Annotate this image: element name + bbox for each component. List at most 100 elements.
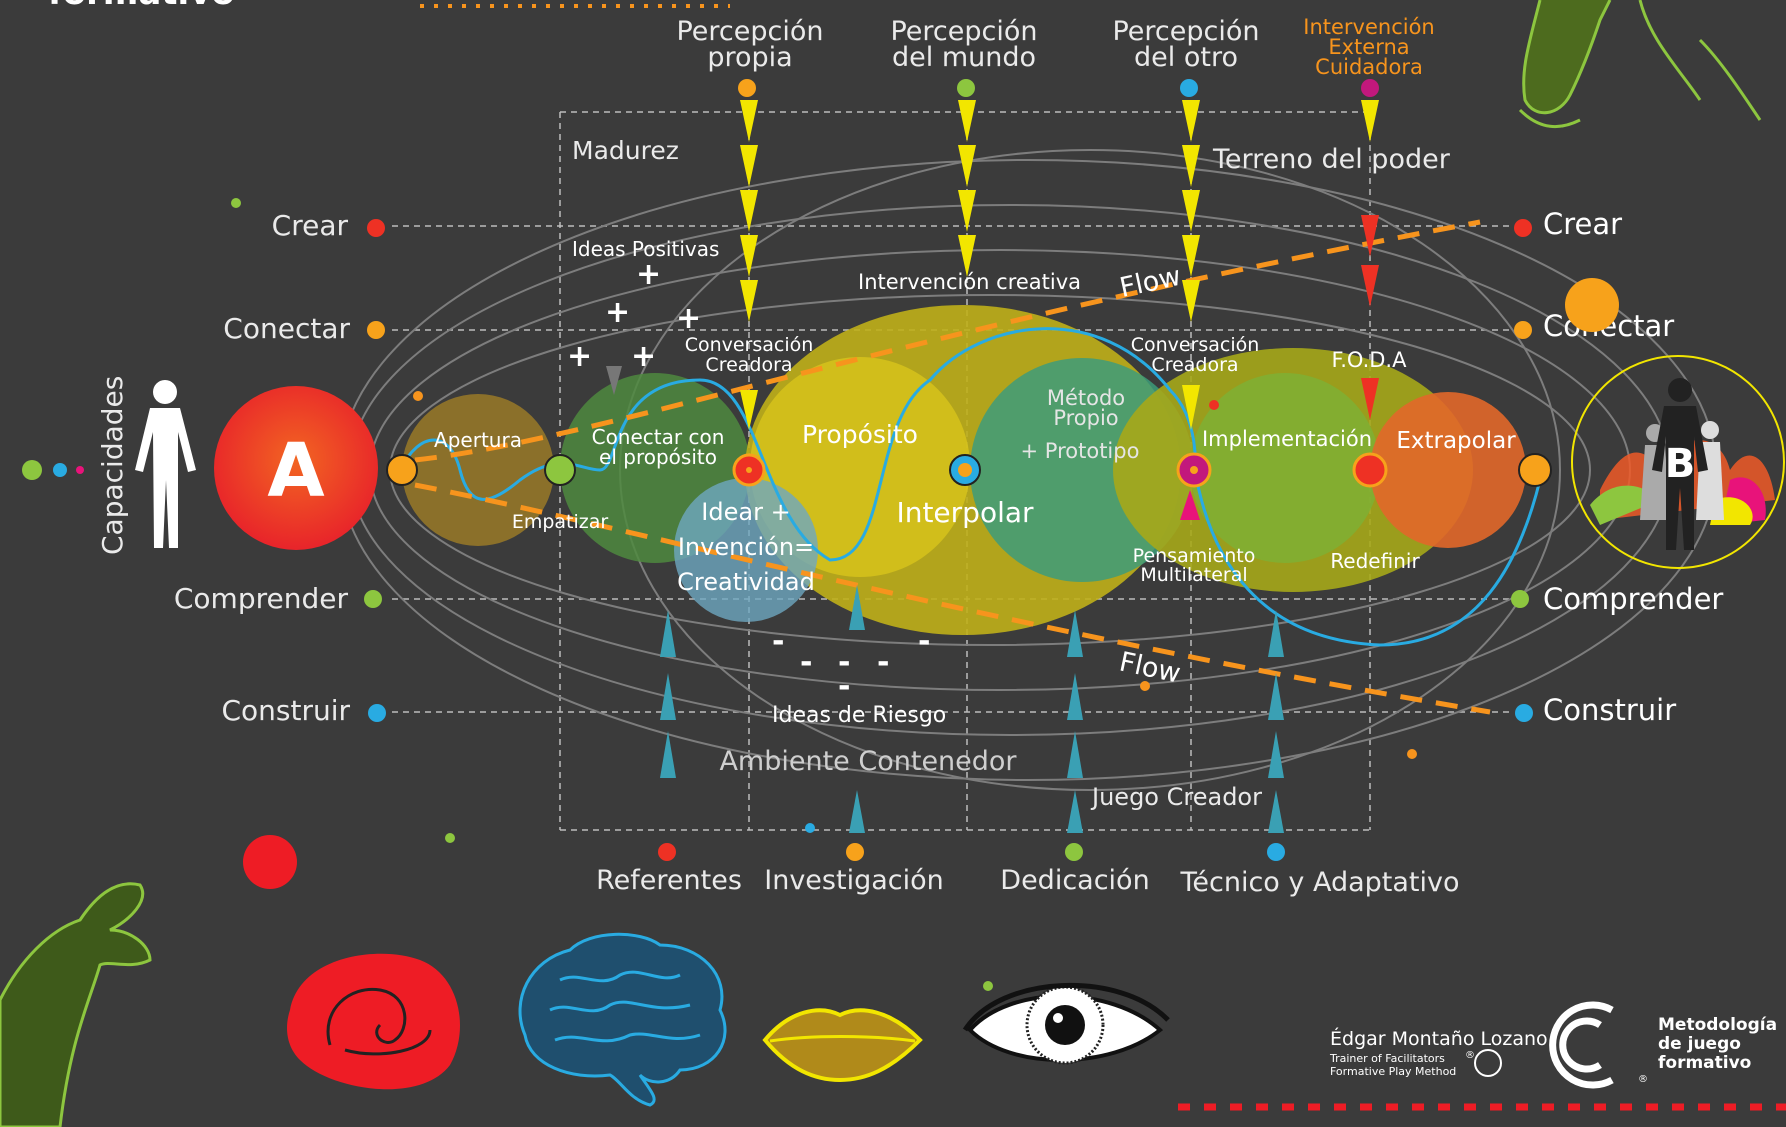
level-left-comprender: Comprender	[174, 582, 349, 615]
intervencion-creativa: Intervención creativa	[858, 270, 1081, 294]
flow-line-upper	[414, 219, 1481, 463]
juego-creador: Juego Creador	[1090, 783, 1262, 811]
end-point-label: B	[1665, 441, 1696, 487]
level-right-comprender: Comprender	[1543, 582, 1723, 616]
credit-method: Formative Play Method	[1330, 1065, 1456, 1078]
logo-text-l2: de juego	[1658, 1034, 1741, 1054]
phase-metodo-l3: + Prototipo	[1021, 439, 1140, 463]
plus-sign: +	[605, 295, 630, 330]
perception-mundo-l2: del mundo	[892, 42, 1036, 73]
minus-sign: -	[772, 624, 784, 659]
level-left-crear: Crear	[272, 209, 349, 242]
phase-redefinir: Redefinir	[1330, 549, 1420, 573]
perception-dots	[738, 79, 1379, 97]
seal-icon	[1474, 1049, 1502, 1077]
start-point-circle	[214, 386, 378, 550]
phase-metodo-l2: Propio	[1053, 406, 1118, 430]
logo-text-l3: formativo	[1658, 1053, 1751, 1073]
minus-sign: -	[918, 624, 930, 659]
deco-dot	[983, 981, 993, 991]
phase-idear-l2: Invención=	[678, 533, 814, 561]
minus-sign: -	[877, 645, 889, 680]
credit-author: Édgar Montaño Lozano	[1330, 1027, 1548, 1050]
deco-dot	[413, 391, 423, 401]
grid-lines	[392, 111, 1510, 831]
bubble-apertura	[402, 394, 554, 546]
page-title-fragment: formativo	[48, 0, 235, 13]
plus-sign: +	[567, 339, 592, 374]
levels-right: Crear Conectar Comprender Construir	[1511, 207, 1723, 727]
bubble-idear	[674, 478, 818, 622]
perception-otro-l1: Percepción	[1112, 16, 1259, 47]
start-point-label: A	[267, 428, 324, 514]
deco-dot	[22, 460, 42, 480]
foundations: Referentes Investigación Dedicación Técn…	[596, 843, 1460, 898]
phase-interpolar: Interpolar	[896, 496, 1034, 529]
deco-dot	[1407, 749, 1417, 759]
ideas-positivas: Ideas Positivas	[572, 237, 719, 261]
deco-dot	[445, 833, 455, 843]
lips-icon	[762, 1008, 923, 1083]
zone-madurez: Madurez	[572, 136, 679, 165]
minus-sign: -	[838, 645, 850, 680]
level-right-construir: Construir	[1543, 693, 1676, 727]
perception-otro-l2: del otro	[1134, 42, 1238, 73]
credits: Édgar Montaño Lozano Trainer of Facilita…	[1329, 1001, 1777, 1089]
bubble-implementacion	[1190, 373, 1380, 563]
foundation-investigacion: Investigación	[764, 865, 943, 896]
perception-propia-l2: propia	[707, 42, 792, 73]
minus-sign: -	[838, 669, 850, 704]
conversacion-2-l1: Conversación	[1131, 334, 1260, 356]
phase-idear-l3: Creatividad	[677, 568, 815, 596]
deco-dot	[1565, 278, 1619, 332]
gut-icon	[287, 953, 460, 1090]
phase-extrapolar: Extrapolar	[1396, 428, 1516, 454]
foundation-arrows	[660, 585, 1284, 833]
foundation-referentes: Referentes	[596, 865, 742, 896]
deco-dot	[1140, 681, 1150, 691]
perception-arrows	[740, 100, 1379, 430]
phase-conectar-l2: el propósito	[599, 445, 717, 469]
phase-empatizar: Empatizar	[512, 511, 609, 533]
hand-icon	[1518, 0, 1762, 129]
phase-metodo-l1: Método	[1047, 386, 1125, 410]
deco-dot	[1209, 400, 1219, 410]
deco-dot	[53, 463, 67, 477]
phase-pensamiento-l2: Multilateral	[1140, 564, 1247, 586]
phase-proposito: Propósito	[802, 420, 918, 449]
grey-arrow	[606, 366, 622, 395]
ambiente-contenedor: Ambiente Contenedor	[719, 746, 1017, 777]
phase-conectar-l1: Conectar con	[592, 425, 725, 449]
logo-text-l1: Metodología	[1658, 1015, 1777, 1035]
flow-label-upper: Flow	[1117, 261, 1184, 304]
perception-labels: Percepción propia Percepción del mundo P…	[676, 15, 1434, 79]
bubble-extrapolar	[1370, 392, 1526, 548]
group-silhouettes-icon	[1590, 378, 1775, 550]
phase-bubbles	[402, 305, 1526, 635]
foundation-tecnico: Técnico y Adaptativo	[1179, 867, 1459, 898]
flow-line-lower	[414, 482, 1491, 715]
human-silhouette-icon	[135, 380, 196, 548]
brain-icon	[518, 932, 727, 1107]
plus-sign: +	[636, 257, 661, 292]
foundation-dedicacion: Dedicación	[1000, 865, 1149, 896]
plus-sign: +	[676, 301, 701, 336]
phase-apertura: Apertura	[434, 428, 522, 452]
ideas-riesgo: Ideas de Riesgo	[772, 703, 946, 728]
zone-poder: Terreno del poder	[1212, 144, 1451, 175]
deco-dot	[805, 823, 815, 833]
end-point-circle	[1571, 355, 1785, 569]
deco-dot	[76, 466, 84, 474]
axis-nodes	[386, 452, 1552, 488]
level-right-crear: Crear	[1543, 207, 1622, 241]
intervention-arrows	[1361, 215, 1379, 420]
conversacion-2-l2: Creadora	[1151, 354, 1238, 376]
phase-implementacion: Implementación	[1202, 427, 1372, 451]
logo-registered: ®	[1638, 1074, 1648, 1085]
intervention-l1: Intervención	[1303, 15, 1435, 39]
level-left-conectar: Conectar	[223, 312, 350, 345]
magenta-arrow	[1180, 490, 1200, 520]
credit-role: Trainer of Facilitators	[1329, 1052, 1445, 1065]
deco-dot	[231, 198, 241, 208]
